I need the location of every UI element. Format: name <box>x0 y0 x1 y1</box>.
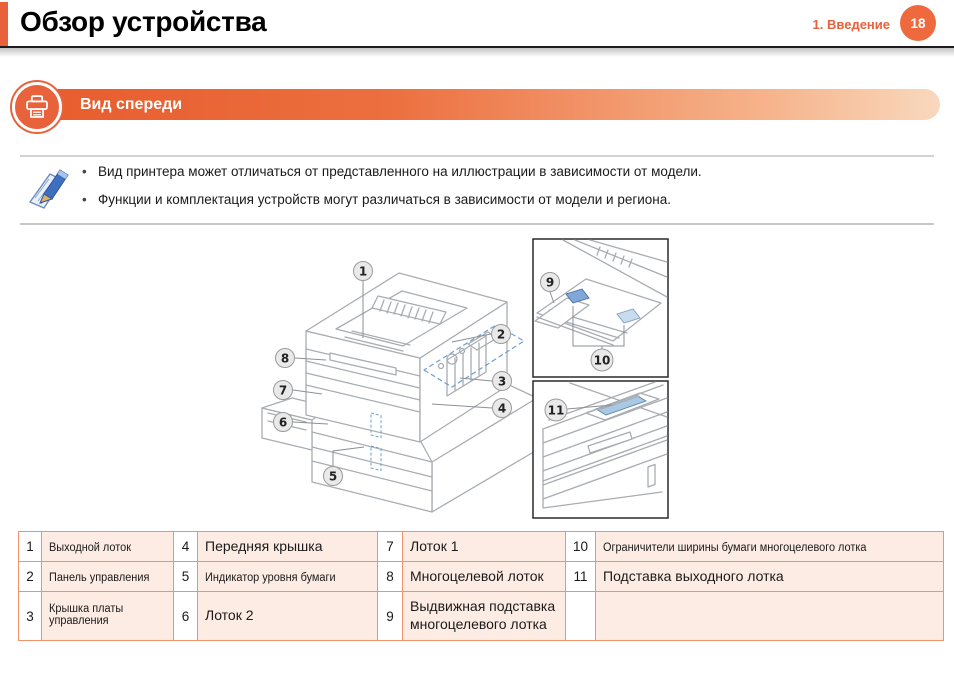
part-label: Панель управления <box>41 561 174 592</box>
part-label: Лоток 2 <box>197 591 378 641</box>
part-label: Передняя крышка <box>197 531 378 562</box>
part-label: Лоток 1 <box>402 531 566 562</box>
part-number <box>565 591 596 641</box>
callout-leader-line <box>451 333 492 343</box>
part-number: 2 <box>18 561 42 592</box>
callout-leader-line <box>292 389 323 395</box>
main-printer-illustration <box>261 272 538 513</box>
part-number: 7 <box>377 531 403 562</box>
paper-width-guide-left <box>565 288 590 304</box>
callout-2 <box>491 324 511 344</box>
callout-9 <box>540 272 560 292</box>
callout-leader-line <box>292 421 329 425</box>
callout-label: 4 <box>498 402 506 416</box>
title-accent-bar <box>0 2 8 46</box>
section-header-bar <box>22 89 940 120</box>
part-number: 11 <box>565 561 596 592</box>
part-number: 9 <box>377 591 403 641</box>
part-label <box>595 591 944 641</box>
note-bullet: •Функции и комплектация устройств могут … <box>82 192 672 207</box>
note-bullet-list: •Вид принтера может отличаться от предст… <box>82 163 912 219</box>
callout-label: 3 <box>498 375 506 389</box>
callout-10 <box>590 348 614 372</box>
callout-label: 6 <box>279 416 287 430</box>
part-label: Крышка платы управления <box>41 591 174 641</box>
page-number-badge: 18 <box>900 5 936 41</box>
part-number: 6 <box>173 591 198 641</box>
callout-label: 2 <box>497 328 505 342</box>
part-label: Подставка выходного лотка <box>595 561 944 592</box>
part-number: 10 <box>565 531 596 562</box>
part-label: Ограничители ширины бумаги многоцелевого… <box>595 531 944 562</box>
callout-4 <box>492 398 512 418</box>
part-label: Выдвижная подставка многоцелевого лотка <box>402 591 566 641</box>
chapter-label: 1. Введение <box>812 17 890 32</box>
part-number: 3 <box>18 591 42 641</box>
callout-label: 5 <box>329 470 337 484</box>
callout-1 <box>353 261 373 281</box>
page-title: Обзор устройства <box>20 6 267 37</box>
callout-label: 9 <box>546 276 554 290</box>
callout-leader-line <box>549 291 555 304</box>
note-box <box>20 155 934 225</box>
diagram-svg: 1 2 3 4 5 6 7 8 9 10 11 <box>261 238 669 519</box>
callout-label: 8 <box>281 352 289 366</box>
callout-7 <box>273 380 293 400</box>
part-number: 4 <box>173 531 198 562</box>
callout-leader-line <box>332 446 365 466</box>
callout-leader-line <box>294 357 327 361</box>
callout-5 <box>323 466 343 486</box>
note-bullet: •Вид принтера может отличаться от предст… <box>82 164 702 179</box>
paper-width-guide-right <box>616 308 641 324</box>
part-number: 5 <box>173 561 198 592</box>
header-rule <box>0 46 954 48</box>
section-title: Вид спереди <box>80 96 183 113</box>
callout-leader-line <box>459 377 493 382</box>
callout-leader-line <box>431 403 493 409</box>
callout-label: 11 <box>548 404 565 418</box>
printer-icon <box>12 82 62 132</box>
header-shadow <box>0 48 954 57</box>
callout-6 <box>273 412 293 432</box>
part-number: 8 <box>377 561 403 592</box>
callout-label: 7 <box>279 384 287 398</box>
callout-label: 1 <box>359 265 367 279</box>
callout-label: 10 <box>594 354 611 368</box>
note-pencil-icon <box>26 164 70 217</box>
callout-3 <box>492 371 512 391</box>
part-label: Индикатор уровня бумаги <box>197 561 378 592</box>
callout-leader-line <box>566 404 613 410</box>
part-label: Выходной лоток <box>41 531 174 562</box>
callout-leader-line <box>572 306 625 347</box>
part-label: Многоцелевой лоток <box>402 561 566 592</box>
callout-8 <box>275 348 295 368</box>
part-number: 1 <box>18 531 42 562</box>
callout-11 <box>544 398 568 422</box>
